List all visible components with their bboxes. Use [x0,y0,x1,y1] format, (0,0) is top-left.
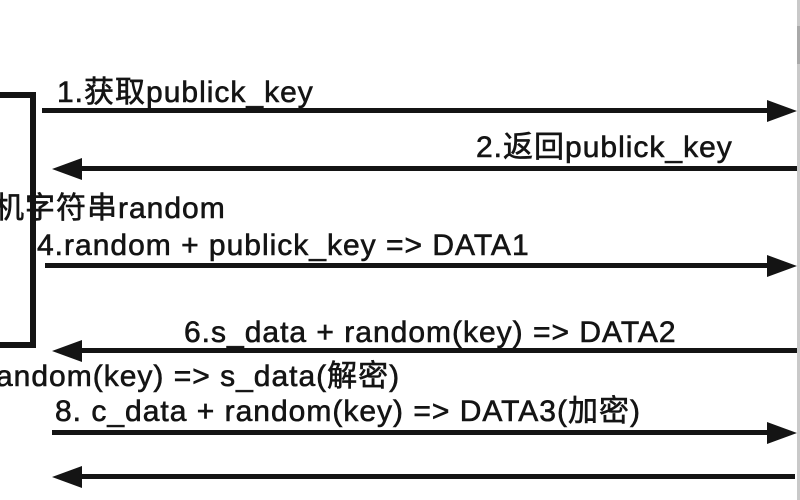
message-label-4: 4.random + publick_key => DATA1 [37,229,530,263]
arrowhead-right-icon [767,255,797,277]
arrowhead-right-icon [767,422,797,444]
message-line [76,166,800,171]
message-line [45,263,773,268]
message-line [76,348,800,353]
message-arrow-6 [52,340,800,362]
message-arrow-8 [52,422,797,444]
message-arrow-1 [42,100,797,122]
message-line [42,108,773,113]
message-label-2: 2.返回publick_key [476,131,733,165]
message-line [52,430,773,435]
right-lifeline-edge [797,0,800,500]
message-label-1: 1.获取publick_key [57,76,314,110]
arrowhead-left-icon [52,466,82,488]
message-label-8: 8. c_data + random(key) => DATA3(加密) [55,395,641,429]
message-label-6: 6.s_data + random(key) => DATA2 [184,316,677,350]
message-line [76,474,795,479]
right-lifeline-edge-smudge [797,26,800,64]
arrowhead-left-icon [52,340,82,362]
note-label-7-partial: andom(key) => s_data(解密) [0,360,401,394]
note-label-3-partial: 机字符串random [0,192,226,226]
message-arrow-9 [52,466,795,488]
arrowhead-right-icon [767,100,797,122]
arrowhead-left-icon [52,158,82,180]
message-arrow-2 [52,158,800,180]
message-arrow-4 [45,255,797,277]
client-lifeline-box [0,92,36,348]
